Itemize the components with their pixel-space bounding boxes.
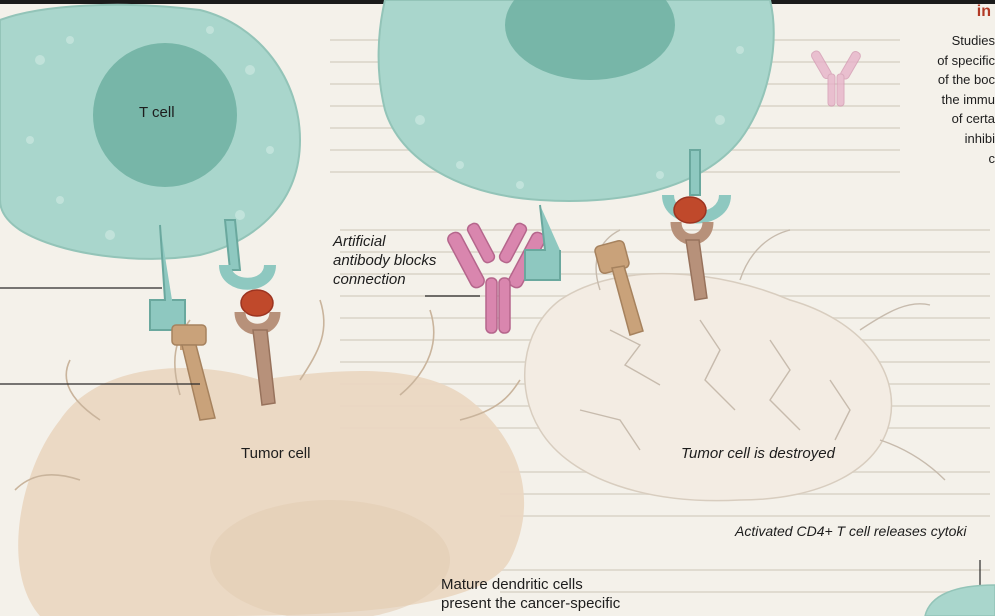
side-line: c — [903, 149, 995, 169]
cd4-caption: Activated CD4+ T cell releases cytoki — [735, 523, 966, 540]
side-line: of specific — [903, 51, 995, 71]
side-panel-heading: in — [977, 3, 991, 21]
tumor-antigen-left — [241, 290, 273, 316]
side-line: inhibi — [903, 129, 995, 149]
side-line: of certa — [903, 109, 995, 129]
t-cell-label: T cell — [139, 104, 175, 122]
side-line: the immu — [903, 90, 995, 110]
side-line: of the boc — [903, 70, 995, 90]
tumor-antigen-right — [674, 197, 706, 223]
tumor-destroyed-label: Tumor cell is destroyed — [681, 445, 835, 463]
mhc-receptor-left — [172, 325, 206, 345]
tumor-cell-label: Tumor cell — [241, 445, 310, 463]
side-panel-text: Studies of specific of the boc the immu … — [903, 31, 995, 168]
antibody-label-line-1: Artificial — [333, 233, 436, 252]
artificial-antibody-label: Artificial antibody blocks connection — [333, 233, 436, 289]
side-line: Studies — [903, 31, 995, 51]
dendritic-caption-line-1: Mature dendritic cells — [441, 576, 620, 595]
antibody-label-line-3: connection — [333, 271, 436, 290]
dendritic-caption: Mature dendritic cells present the cance… — [441, 576, 620, 614]
dendritic-caption-line-2: present the cancer-specific — [441, 595, 620, 614]
antibody-label-line-2: antibody blocks — [333, 252, 436, 271]
t-cell-left — [0, 5, 300, 259]
